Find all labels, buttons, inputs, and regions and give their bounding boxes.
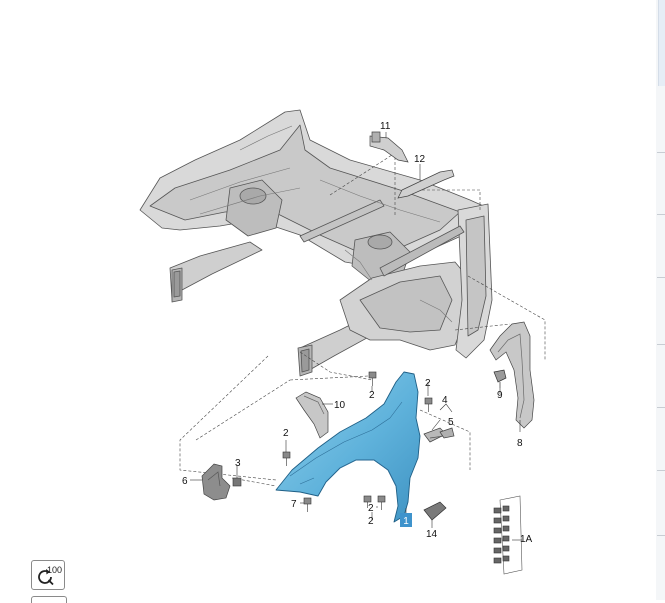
callout-7[interactable]: 7 xyxy=(291,499,297,510)
callout-4[interactable]: 4 xyxy=(442,395,448,406)
callout-12[interactable]: 12 xyxy=(414,154,426,165)
part-1a-clip-kit xyxy=(493,495,523,575)
screw-set xyxy=(282,371,433,512)
right-panel-edge xyxy=(656,0,665,600)
part-1-fender[interactable] xyxy=(275,371,421,523)
callout-5[interactable]: 5 xyxy=(448,417,454,428)
callout-labels: 1 1A 2 2 2 2 2 3 4 5 6 7 8 9 10 11 12 14 xyxy=(182,121,533,545)
panel-divider xyxy=(657,407,665,408)
part-14-marker xyxy=(423,501,447,521)
part-3-nut xyxy=(232,466,242,487)
part-6-bracket xyxy=(201,463,231,501)
panel-divider xyxy=(657,214,665,215)
right-panel-tab[interactable] xyxy=(658,0,665,86)
callout-2[interactable]: 2 xyxy=(283,428,289,439)
screw-2b xyxy=(424,397,433,412)
callout-1[interactable]: 1 xyxy=(403,516,409,527)
callout-2[interactable]: 2 xyxy=(369,390,375,401)
screw-7 xyxy=(303,497,312,512)
callout-8[interactable]: 8 xyxy=(517,438,523,449)
panel-divider xyxy=(657,470,665,471)
callout-6[interactable]: 6 xyxy=(182,476,188,487)
zoom-reset-icon xyxy=(38,569,54,586)
screw-2a xyxy=(368,371,377,386)
callout-9[interactable]: 9 xyxy=(497,390,503,401)
callout-2[interactable]: 2 xyxy=(425,378,431,389)
callout-10[interactable]: 10 xyxy=(334,400,346,411)
panel-divider xyxy=(657,535,665,536)
screw-2d xyxy=(377,495,386,510)
part-10-bracket xyxy=(295,391,329,439)
front-body-structure xyxy=(139,109,493,377)
screw-2e xyxy=(363,495,372,508)
zoom-level-label: 100 xyxy=(47,565,63,575)
callout-3[interactable]: 3 xyxy=(235,458,241,469)
callout-1-highlight xyxy=(400,513,412,527)
part-9-clip xyxy=(493,369,507,388)
zoom-reset-button[interactable]: 100 xyxy=(31,560,65,590)
panel-divider xyxy=(657,344,665,345)
callout-2[interactable]: 2 xyxy=(368,516,374,527)
part-11-bracket xyxy=(369,131,409,163)
part-12-bracket xyxy=(397,169,455,199)
callout-2[interactable]: 2 xyxy=(368,503,374,514)
callout-1a[interactable]: 1A xyxy=(520,534,533,545)
part-5-bracket xyxy=(439,427,455,439)
screw-2c xyxy=(282,451,291,466)
panel-divider xyxy=(657,152,665,153)
callout-11[interactable]: 11 xyxy=(380,121,391,132)
assembly-guide-lines xyxy=(179,152,546,487)
callout-14[interactable]: 14 xyxy=(426,529,438,540)
panel-divider xyxy=(657,277,665,278)
part-8-liner xyxy=(489,321,535,429)
